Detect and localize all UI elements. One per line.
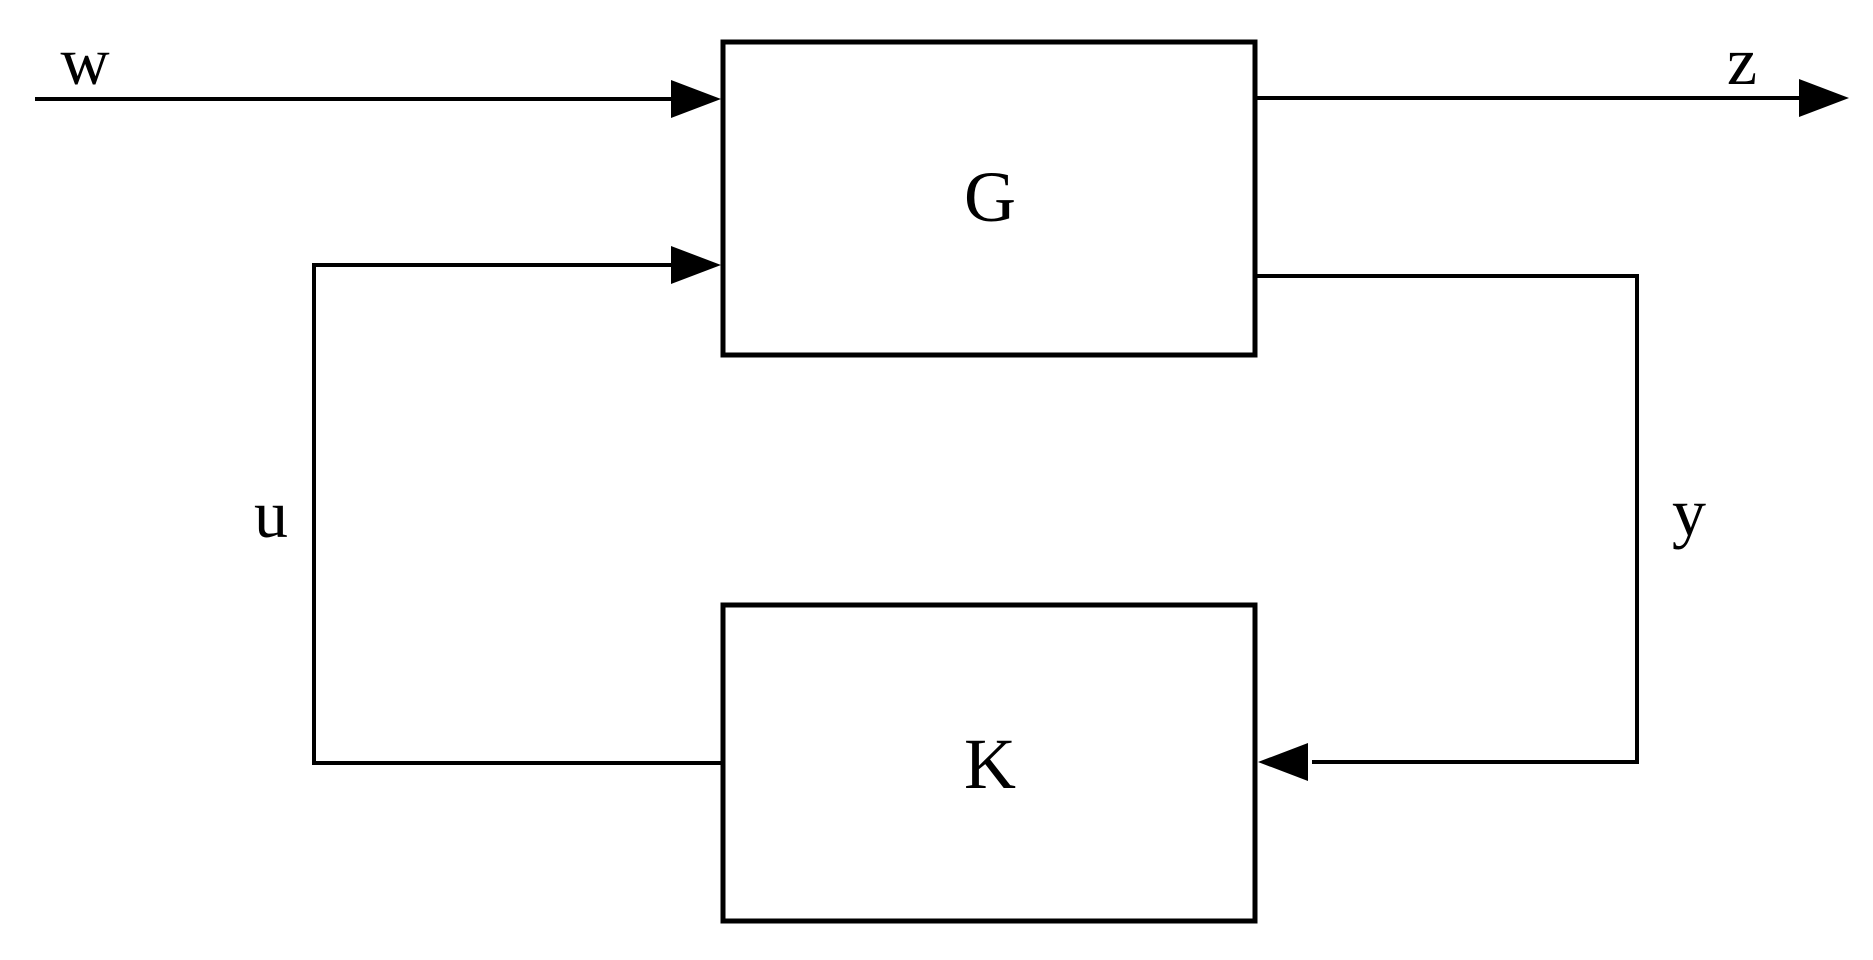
y-arrowhead-icon xyxy=(1258,743,1308,781)
w-arrowhead-icon xyxy=(671,80,721,118)
signal-z-label: z xyxy=(1727,23,1757,99)
signal-y-line xyxy=(1255,274,1639,764)
signal-u-line xyxy=(312,263,723,765)
controller-block-label: K xyxy=(964,724,1016,804)
labels: G K w z y u xyxy=(60,23,1757,804)
arrowheads xyxy=(671,79,1849,781)
plant-block xyxy=(720,39,1258,358)
signal-y-label: y xyxy=(1672,474,1706,550)
signal-w-label: w xyxy=(60,23,109,99)
z-arrowhead-icon xyxy=(1799,79,1849,117)
blocks xyxy=(720,39,1258,924)
signal-lines xyxy=(35,96,1801,765)
controller-block xyxy=(720,602,1258,924)
u-arrowhead-icon xyxy=(671,246,721,284)
signal-u-label: u xyxy=(254,476,288,552)
plant-block-label: G xyxy=(964,157,1016,237)
